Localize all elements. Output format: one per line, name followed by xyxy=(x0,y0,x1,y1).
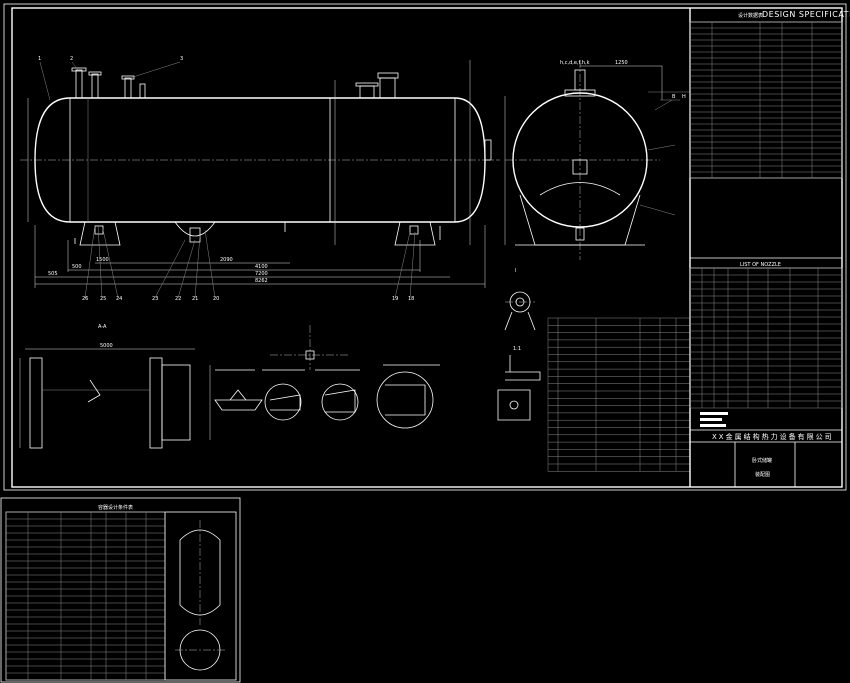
company-name: XX金属结构热力设备有限公司 xyxy=(712,432,834,441)
svg-text:3: 3 xyxy=(180,56,183,62)
svg-text:26: 26 xyxy=(82,296,88,302)
vessel-side-view xyxy=(504,60,690,260)
secondary-sheet-title: 容器设计条件表 xyxy=(98,504,133,511)
weld-details xyxy=(214,325,440,429)
title-block xyxy=(689,8,843,487)
dim-2090: 2090 xyxy=(220,257,233,263)
detail-scale: 1:1 xyxy=(513,346,521,352)
dim-1250: 1250 xyxy=(615,60,628,66)
svg-text:18: 18 xyxy=(408,296,414,302)
svg-text:20: 20 xyxy=(213,296,219,302)
section-label: A-A xyxy=(98,324,107,330)
secondary-sheet xyxy=(0,497,241,683)
part-callouts: 26 25 24 23 22 21 20 19 18 1 2 3 xyxy=(38,56,414,302)
section-a-a xyxy=(19,348,211,449)
detail-i xyxy=(497,291,541,421)
svg-text:24: 24 xyxy=(116,296,122,302)
drawing-name: 卧式储罐 xyxy=(752,457,772,464)
dim-8262: 8262 xyxy=(255,278,268,284)
spec-heading-en: DESIGN SPECIFICATION xyxy=(762,10,850,19)
section-dim: 5000 xyxy=(100,343,113,349)
dim-7200: 7200 xyxy=(255,271,268,277)
callout-b: B xyxy=(672,94,676,100)
drawing-border xyxy=(11,7,843,488)
dim-500: 500 xyxy=(72,264,82,270)
svg-text:25: 25 xyxy=(100,296,106,302)
svg-text:2: 2 xyxy=(70,56,73,62)
dim-1500: 1500 xyxy=(96,257,109,263)
drawing-type: 装配图 xyxy=(755,471,770,478)
spec-heading-cn: 设计数据表 xyxy=(738,12,763,19)
dim-505: 505 xyxy=(48,271,58,277)
nozzle-mark-label: h,c,d,e,f,h,k xyxy=(560,60,590,66)
svg-text:21: 21 xyxy=(192,296,198,302)
svg-text:22: 22 xyxy=(175,296,181,302)
parts-list-table xyxy=(547,317,691,472)
sheet-frame xyxy=(3,3,847,491)
svg-text:1: 1 xyxy=(38,56,41,62)
dim-4100: 4100 xyxy=(255,264,268,270)
callout-h: H xyxy=(682,94,686,100)
svg-text:23: 23 xyxy=(152,296,158,302)
svg-text:19: 19 xyxy=(392,296,398,302)
detail-label: I xyxy=(515,268,516,274)
vessel-elevation xyxy=(20,60,500,299)
nozzle-heading: LIST OF NOZZLE xyxy=(740,262,781,268)
